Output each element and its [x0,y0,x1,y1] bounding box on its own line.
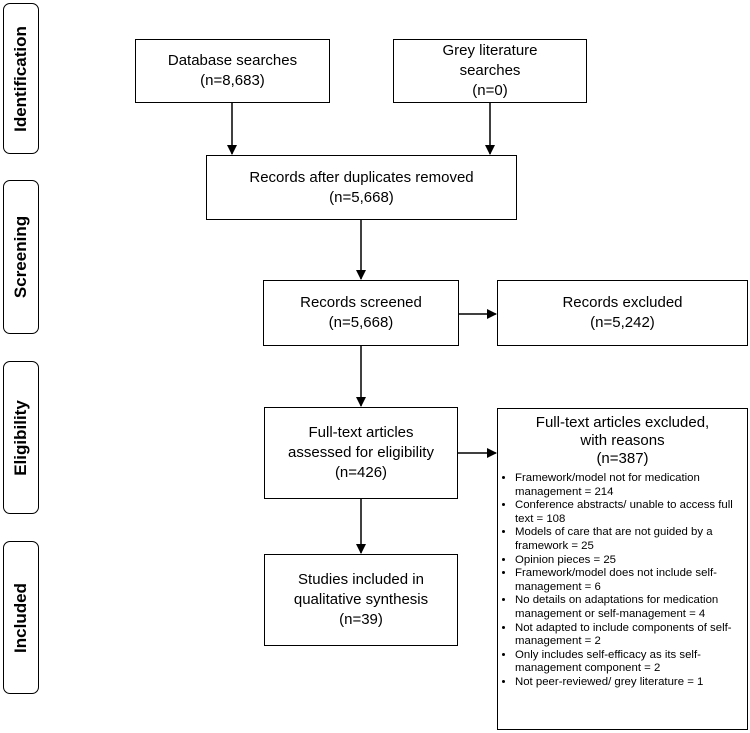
exclusion-reason: No details on adaptations for medication… [515,594,743,621]
box-text: Records excluded [562,294,683,311]
exclusion-reason: Only includes self-efficacy as its self-… [515,649,743,676]
box-text: Database searches [167,52,298,69]
box-count: (n=5,242) [590,314,655,331]
records-excluded-box: Records excluded (n=5,242) [497,280,748,346]
box-text: qualitative synthesis [293,591,429,608]
database-searches-box: Database searches (n=8,683) [135,39,330,103]
box-text: Full-text articles [308,424,414,441]
box-count: (n=0) [472,82,508,99]
box-count: (n=5,668) [328,314,394,331]
fulltext-excluded-box: Full-text articles excluded, with reason… [497,408,748,730]
studies-included-box: Studies included in qualitative synthesi… [264,554,458,646]
exclusion-reason: Conference abstracts/ unable to access f… [515,499,743,526]
records-screened-box: Records screened (n=5,668) [263,280,459,346]
exclusion-reason: Models of care that are not guided by a … [515,526,743,553]
exclusion-reason: Not adapted to include components of sel… [515,622,743,649]
box-count: (n=5,668) [329,188,394,206]
box-text: Records screened [300,294,422,311]
phase-identification: Identification [3,3,39,154]
exclusion-reasons-list: Framework/model not for medication manag… [498,472,747,690]
box-text: Full-text articles excluded, [535,414,710,431]
phase-eligibility: Eligibility [3,361,39,514]
exclusion-reason: Not peer-reviewed/ grey literature = 1 [515,676,743,690]
box-text: searches [459,62,521,79]
exclusion-reason: Framework/model not for medication manag… [515,472,743,499]
box-text: Records after duplicates removed [249,168,474,186]
box-text: Studies included in [298,571,424,588]
exclusion-reason: Framework/model does not include self-ma… [515,567,743,594]
fulltext-assessed-box: Full-text articles assessed for eligibil… [264,407,458,499]
box-text: Grey literature [442,42,538,59]
phase-included: Included [3,541,39,694]
box-count: (n=39) [339,611,383,628]
excluded-heading: Full-text articles excluded, with reason… [498,409,747,468]
box-count: (n=387) [596,450,649,467]
box-text: assessed for eligibility [288,444,434,461]
grey-literature-box: Grey literature searches (n=0) [393,39,587,103]
box-text: with reasons [580,432,665,449]
phase-screening: Screening [3,180,39,334]
exclusion-reason: Opinion pieces = 25 [515,554,743,568]
duplicates-removed-box: Records after duplicates removed (n=5,66… [206,155,517,220]
box-count: (n=8,683) [200,72,265,89]
box-count: (n=426) [334,464,388,481]
